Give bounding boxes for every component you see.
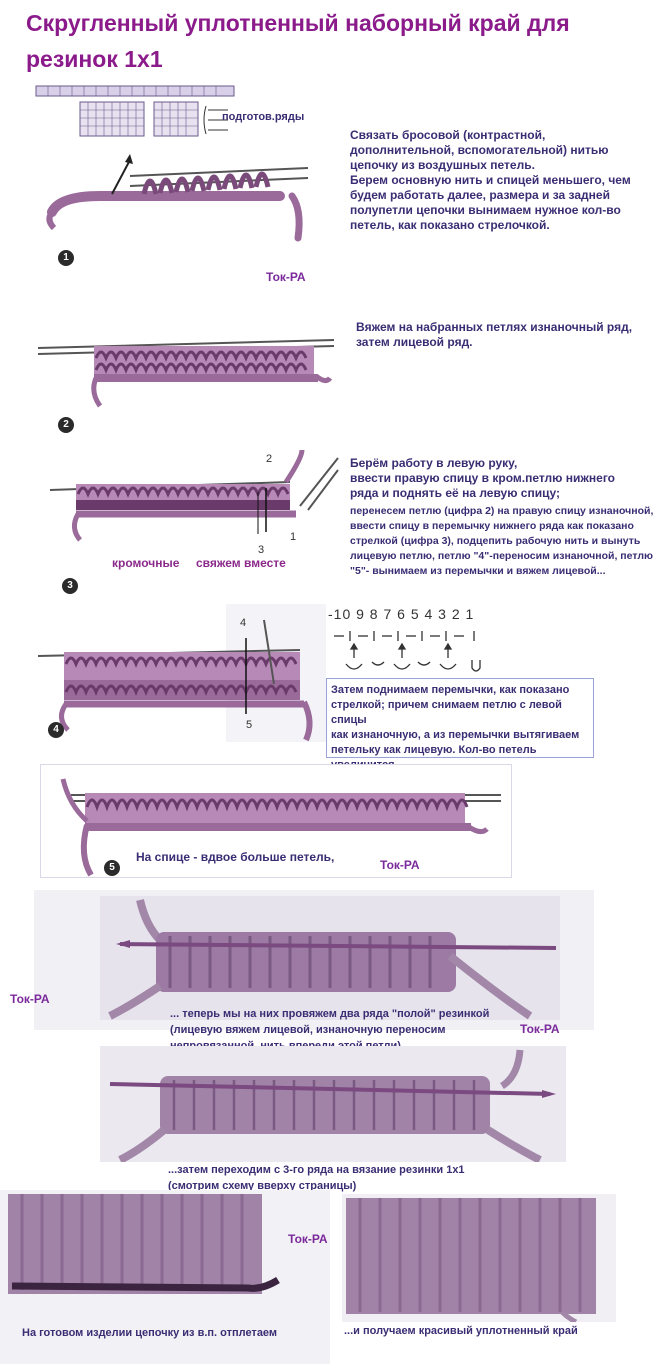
step3-text-main: Берём работу в левую руку, ввести правую… [350,456,658,501]
bottom-right-photo [342,1194,616,1322]
step1-text-line: будем работать далее, размера и за задне… [350,188,610,202]
header-schematic [30,84,240,140]
step1-illustration [40,150,310,250]
page-title-line1: Скругленный уплотненный наборный край дл… [26,10,570,36]
bottom-left-photo [8,1194,280,1302]
step4-text-line: как изнаночную, а из перемычки вытягивае… [331,729,580,741]
step1-text-line: дополнительной, вспомогательной) нитью [350,143,609,157]
step3-marker-3: 3 [258,544,265,556]
step1-text-line: петель, как показано стрелочкой. [350,218,550,232]
step3-edge-label: кромочные [112,556,180,570]
step1-text-line: цепочку из воздушных петель. [350,158,535,172]
step3-detail-line: лицевую петлю, петлю "4"-переносим изнан… [350,550,653,562]
header-schematic-label: подготов.ряды [222,111,305,123]
step5-panel [40,764,512,878]
step4-text-line: Затем поднимаем перемычки, как показано [331,684,570,696]
step1-text: Связать бросовой (контрастной, дополните… [350,128,650,233]
step1-text-line: Берем основную нить и спицей меньшего, ч… [350,173,631,187]
step1-text-line: Связать бросовой (контрастной, [350,128,546,142]
step4-illustration [34,612,334,742]
step2-number-badge: 2 [58,417,74,433]
step2-text-line: Вяжем на набранных петлях изнаночный ряд… [356,320,633,334]
step5-text: На спице - вдвое больше петель, [136,850,335,864]
step1-text-line: полупетли цепочки вынимаем нужное кол-во [350,203,621,217]
watermark-2: Ток-РА [380,858,420,872]
title-block: Скругленный уплотненный наборный край дл… [0,0,660,84]
page-title-line2: резинок 1х1 [26,46,163,73]
step3-text-line: Берём работу в левую руку, [350,456,518,470]
step3-text-line: ряда и поднять её на левую спицу; [350,486,560,500]
step3-detail-line: перенесем петлю (цифра 2) на правую спиц… [350,505,654,517]
step3-marker-1: 1 [290,531,297,543]
photo2-knitting [100,1046,566,1162]
step3-marker-2: 2 [266,453,273,465]
photo2-caption-line: ...затем переходим с 3-го ряда на вязани… [168,1164,465,1176]
stitch-chart-numbers: -10 9 8 7 6 5 4 3 2 1 [328,606,475,622]
photo1-caption-line: ... теперь мы на них провяжем два ряда "… [170,1008,490,1020]
step2-text: Вяжем на набранных петлях изнаночный ряд… [356,320,656,350]
step5-number-badge: 5 [104,860,120,876]
watermark-1: Ток-РА [266,270,306,284]
photo1-caption-line: (лицевую вяжем лицевой, изнаночную перен… [170,1024,446,1036]
photo2-caption-line: (смотрим схему вверху страницы) [168,1180,357,1192]
step3-detail-line: ввести спицу в перемычку нижнего ряда ка… [350,520,634,532]
watermark-5: Ток-РА [288,1232,328,1246]
step3-text-line: ввести правую спицу в кром.петлю нижнего [350,471,615,485]
watermark-3: Ток-РА [10,992,50,1006]
step3-illustration [40,448,340,548]
step4-text-box: Затем поднимаем перемычки, как показано … [326,678,594,786]
step4-number-badge: 4 [48,722,64,738]
step4-text-line: стрелкой; причем снимаем петлю с левой с… [331,699,562,726]
step2-text-line: затем лицевой ряд. [356,335,473,349]
step3-detail-line: "5"- вынимаем из перемычки и вяжем лицев… [350,565,606,577]
photo2-caption: ...затем переходим с 3-го ряда на вязани… [168,1162,508,1194]
step4-marker-4: 4 [240,617,247,629]
bottom-left-caption: На готовом изделии цепочку из в.п. отпле… [22,1327,278,1339]
stitch-chart: -10 9 8 7 6 5 4 3 2 1 [328,604,498,676]
step4-marker-5: 5 [246,719,253,731]
step3-number-badge: 3 [62,578,78,594]
watermark-4: Ток-РА [520,1022,560,1036]
step3-together-label: свяжем вместе [196,556,286,570]
step4-text: Затем поднимаем перемычки, как показано … [331,683,593,788]
step3-text-detail: перенесем петлю (цифра 2) на правую спиц… [350,504,660,579]
step1-number-badge: 1 [58,250,74,266]
step3-detail-line: стрелкой (цифра 3), подцепить рабочую ни… [350,535,641,547]
bottom-right-caption: ...и получаем красивый уплотненный край [344,1325,578,1337]
photo1-knitting [100,896,560,1020]
step2-illustration [34,318,344,413]
